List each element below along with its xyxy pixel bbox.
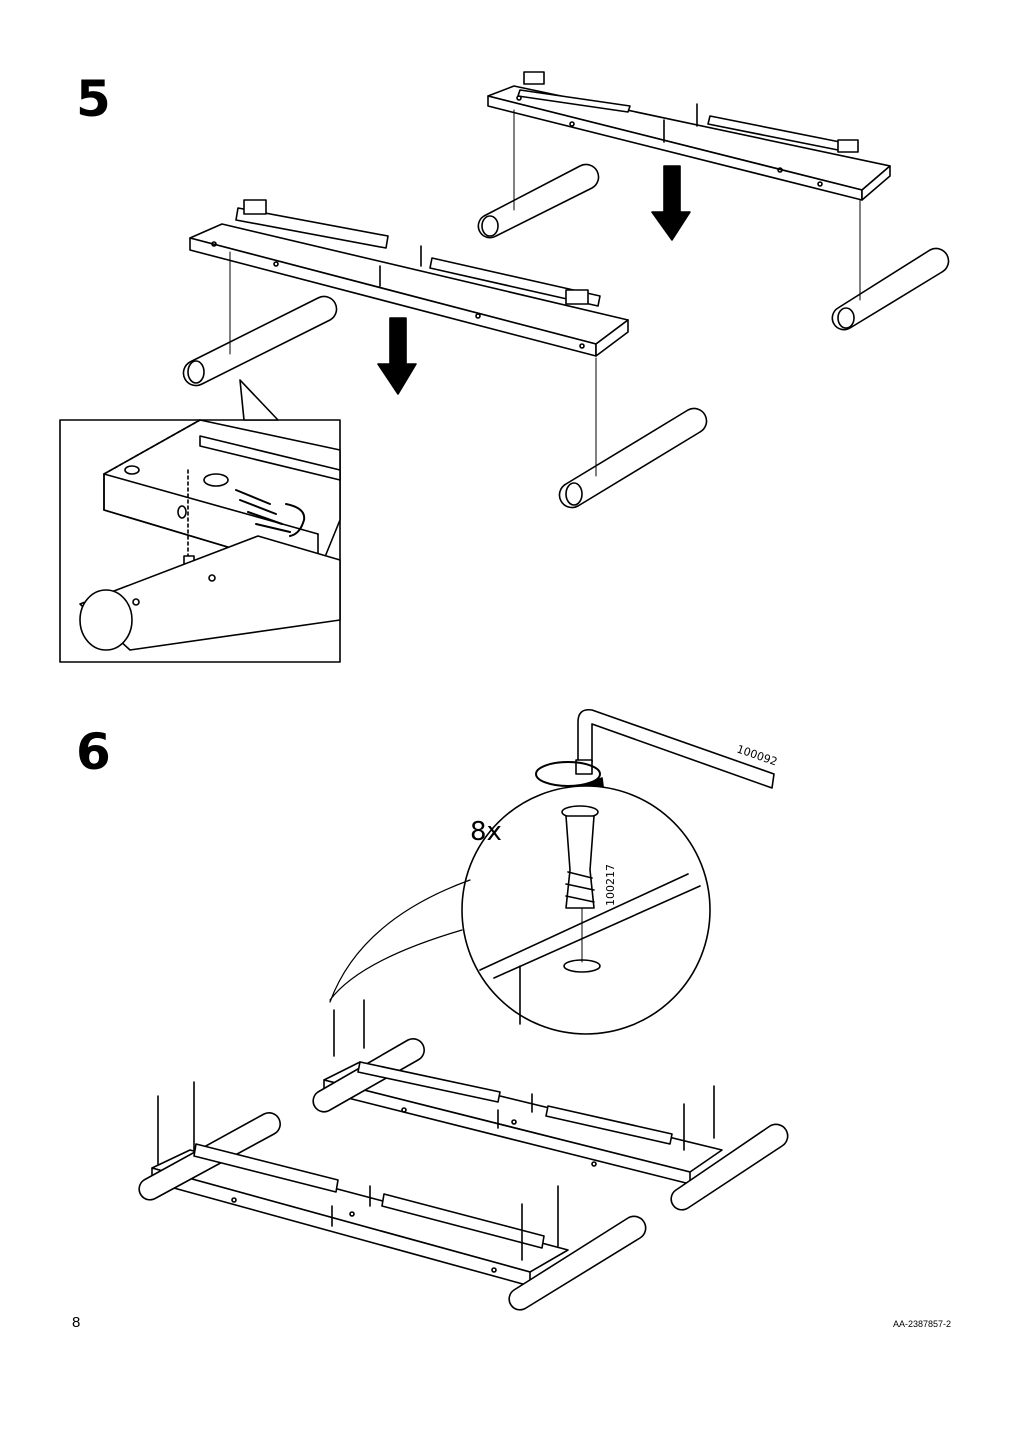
down-arrow-icon — [651, 165, 691, 241]
cam-screw-icon — [561, 805, 599, 909]
magnifier-circle — [329, 785, 711, 1035]
front-right-leg — [558, 357, 708, 509]
step-5-number: 5 — [76, 70, 111, 128]
front-frame-rail — [189, 199, 629, 357]
back-inverted-frame — [312, 999, 789, 1211]
page-number: 8 — [72, 1314, 81, 1331]
back-right-leg — [831, 199, 950, 331]
back-left-leg — [477, 109, 600, 239]
pointing-hand-icon — [235, 489, 306, 537]
article-number: AA-2387857-2 — [893, 1319, 952, 1329]
screw-code-label: 100217 — [604, 864, 617, 906]
quantity-label: 8x — [470, 817, 502, 847]
front-inverted-frame — [138, 1081, 647, 1311]
detail-callout — [59, 379, 341, 663]
down-arrow-icon — [377, 317, 417, 395]
front-left-leg — [182, 251, 338, 387]
back-frame-rail — [487, 71, 891, 201]
step-6-number: 6 — [76, 723, 111, 781]
